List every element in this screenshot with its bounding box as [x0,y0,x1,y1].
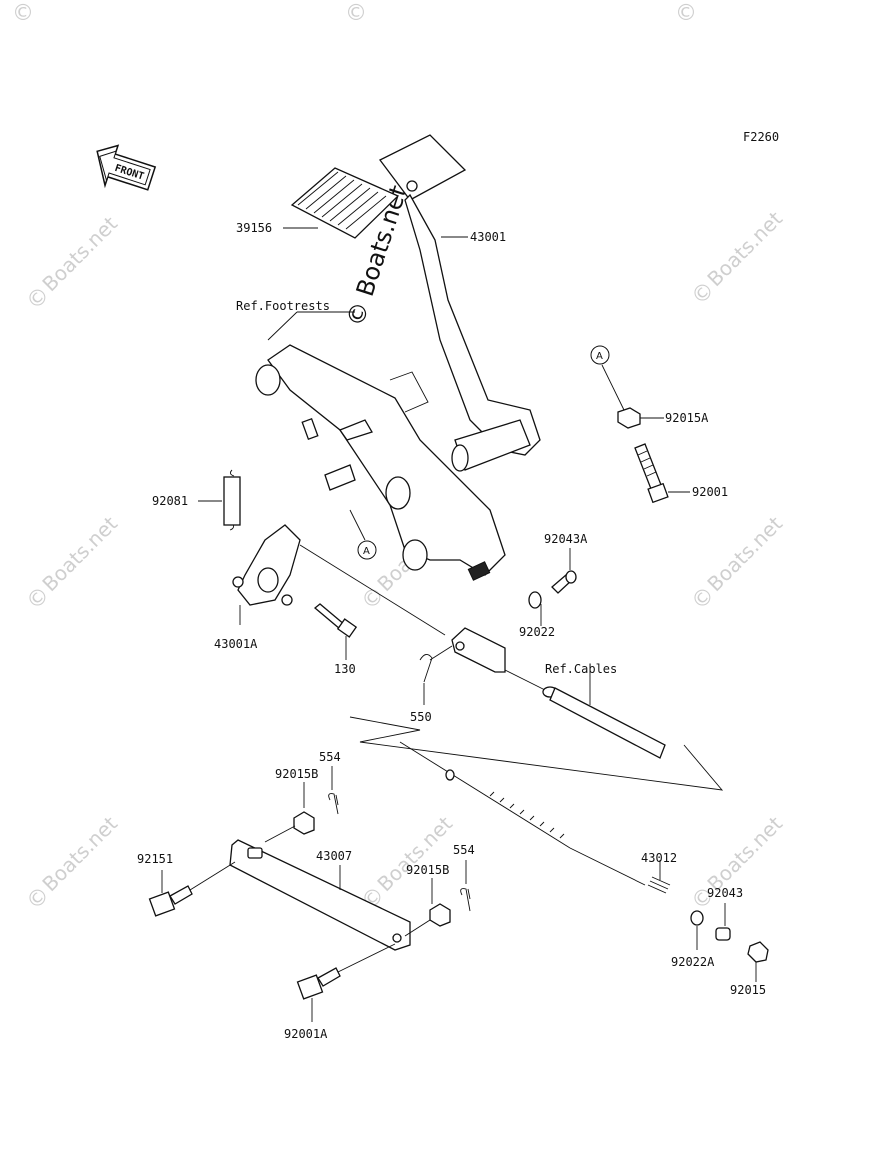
label-92015b-upper: 92015B [275,767,318,781]
watermark: Boats.net [702,511,787,596]
spring-92081 [223,469,241,531]
nut-92015b-lower [429,903,451,927]
callout-a-letter-2: A [596,351,603,362]
bolt-92001a [296,943,396,1000]
label-92022a: 92022A [671,955,715,969]
label-92001a: 92001A [284,1027,328,1041]
label-92151: 92151 [137,852,173,866]
link-line-upper [264,825,296,843]
leader-footrests-2 [267,311,298,341]
ref-cables: Ref.Cables [545,662,617,676]
figure-code: F2260 [743,130,779,144]
watermark: Boats.net [702,811,787,896]
cotter-pin-550 [419,654,433,683]
label-92015: 92015 [730,983,766,997]
label-92081: 92081 [152,494,188,508]
cotter-554-lower [460,888,471,912]
label-92022: 92022 [519,625,555,639]
washer-92022 [528,591,542,609]
front-arrow-icon: FRONT [96,144,157,191]
label-92043a: 92043A [544,532,588,546]
label-554-upper: 554 [319,750,341,764]
label-554-lower: 554 [453,843,475,857]
washer-92022a [690,910,704,926]
pin-92043a [551,570,577,594]
link-line-lower [404,919,431,937]
nut-92015a [617,407,641,429]
label-92015b-lower: 92015B [406,863,449,877]
watermark-symbol: © [345,1,367,26]
footrest-bracket [255,344,506,581]
label-43007: 43007 [316,849,352,863]
label-130: 130 [334,662,356,676]
label-92015a: 92015A [665,411,709,425]
link-rod-43007 [229,839,411,951]
clevis [451,627,506,673]
watermark-symbol: © [675,1,697,26]
lever-43001a [232,524,301,606]
callout-a-letter: A [363,546,370,557]
bolt-92151 [148,861,236,917]
bolt-92001 [634,443,669,504]
pedal-pad-rubber [290,167,400,239]
callout-a-circle-2 [590,345,610,365]
label-39156: 39156 [236,221,272,235]
callout-a-circle [357,540,377,560]
label-92001: 92001 [692,485,728,499]
label-43001: 43001 [470,230,506,244]
bolt-130 [313,603,358,638]
watermark: Boats.net [372,811,457,896]
watermark: Boats.net [37,211,122,296]
cable-cut-marker [349,716,724,791]
assembly-line [299,544,446,636]
brake-pedal-arm [379,134,541,472]
leader-550-2 [429,645,453,661]
nut-92015 [747,941,769,963]
label-43001a: 43001A [214,637,258,651]
brake-cable [504,669,666,759]
watermark: Boats.net [37,811,122,896]
leader-callout-a [349,509,366,541]
watermark-symbol: © [12,1,34,26]
cotter-554-upper [328,793,339,815]
brake-rod [399,741,671,894]
leader-a-nut [601,364,625,411]
label-43012: 43012 [641,851,677,865]
collar-92043 [715,927,731,941]
ref-footrests: Ref.Footrests [236,299,330,313]
nut-92015b-upper [293,811,315,835]
label-550: 550 [410,710,432,724]
watermark: Boats.net [37,511,122,596]
label-92043: 92043 [707,886,743,900]
watermark: Boats.net [702,206,787,291]
